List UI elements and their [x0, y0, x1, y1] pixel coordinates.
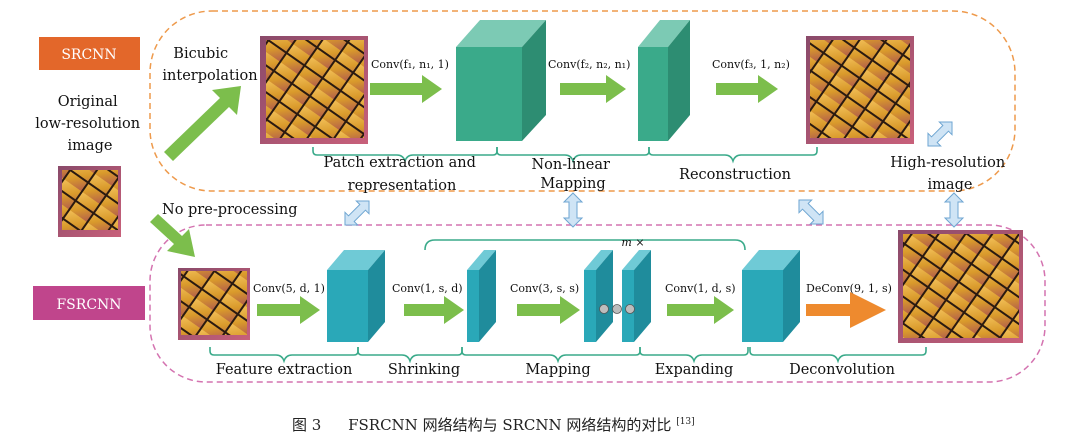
- srcnn-arrow-1: [370, 75, 442, 103]
- srcnn-bracket-mapping: [496, 147, 650, 164]
- fsrcnn-block-1: [327, 250, 385, 342]
- bicubic-label: Bicubic interpolation: [162, 46, 257, 84]
- link-arrow-patch: [344, 200, 370, 226]
- caption-figure-number: 图 3: [292, 416, 321, 434]
- srcnn-layer-3-label: Conv(f₃, 1, n₂): [712, 58, 790, 71]
- fsrcnn-mapping-block-b: [622, 250, 651, 342]
- fsrcnn-bracket-shrinking: [357, 347, 463, 364]
- repeat-label: m ×: [621, 236, 644, 249]
- ellipsis-dots: [599, 304, 635, 314]
- fsrcnn-bracket-mapping: [461, 347, 641, 364]
- fsrcnn-layer-5-label: DeConv(9, 1, s): [806, 282, 892, 295]
- no-preprocessing-label: No pre-processing: [162, 202, 298, 218]
- fsrcnn-layer-3-label: Conv(3, s, s): [510, 282, 579, 295]
- repeat-bracket: [424, 239, 746, 251]
- fsrcnn-arrow-3: [517, 296, 580, 324]
- fsrcnn-stage-expanding: Expanding: [655, 362, 734, 378]
- srcnn-output-image: [806, 36, 914, 144]
- fsrcnn-input-image: [178, 268, 250, 340]
- fsrcnn-badge: [33, 286, 145, 320]
- srcnn-stage-patch: Patch extraction and representation: [324, 155, 481, 194]
- srcnn-badge: [39, 37, 140, 70]
- link-arrow-mapping: [562, 192, 584, 228]
- no-preprocessing-arrow: [150, 214, 195, 257]
- fsrcnn-arrow-1: [257, 296, 320, 324]
- srcnn-stage-mapping: Non-linear Mapping: [531, 157, 614, 192]
- fsrcnn-mapping-block-a: [584, 250, 613, 342]
- fsrcnn-arrow-2: [404, 296, 464, 324]
- fsrcnn-badge-label: FSRCNN: [56, 297, 121, 313]
- fsrcnn-group-outline: [149, 224, 1046, 383]
- srcnn-layer-1-label: Conv(f₁, n₁, 1): [371, 58, 449, 71]
- srcnn-arrow-3: [716, 75, 778, 103]
- fsrcnn-layer-4-label: Conv(1, d, s): [665, 282, 736, 295]
- fsrcnn-layer-1-label: Conv(5, d, 1): [253, 282, 325, 295]
- srcnn-block-1: [456, 20, 546, 141]
- srcnn-layer-2-label: Conv(f₂, n₂, n₁): [548, 58, 630, 71]
- input-label: Original low-resolution image: [35, 94, 144, 154]
- fsrcnn-block-2: [467, 250, 496, 342]
- srcnn-stage-reconstruction: Reconstruction: [679, 167, 791, 183]
- input-image: [58, 166, 121, 237]
- link-arrow-reconstruction: [798, 199, 824, 225]
- link-arrow-output-top: [927, 121, 953, 147]
- srcnn-arrow-2: [560, 75, 626, 103]
- fsrcnn-stage-mapping: Mapping: [525, 362, 590, 378]
- fsrcnn-deconv-arrow: [806, 292, 886, 328]
- link-arrow-output: [943, 192, 965, 228]
- output-label: High-resolution image: [890, 155, 1010, 193]
- fsrcnn-bracket-deconvolution: [749, 347, 927, 364]
- srcnn-block-2: [638, 20, 690, 141]
- fsrcnn-stage-feature: Feature extraction: [216, 362, 353, 378]
- srcnn-bracket-reconstruction: [648, 147, 818, 164]
- fsrcnn-output-image: [898, 230, 1023, 343]
- fsrcnn-bracket-feature: [209, 347, 359, 364]
- srcnn-group-outline: [149, 10, 1016, 192]
- caption-ref: [13]: [676, 417, 694, 427]
- fsrcnn-stage-shrinking: Shrinking: [388, 362, 460, 378]
- caption-text: FSRCNN 网络结构与 SRCNN 网络结构的对比: [348, 416, 671, 434]
- figure-caption: 图 3 FSRCNN 网络结构与 SRCNN 网络结构的对比 [13]: [292, 416, 695, 434]
- srcnn-badge-label: SRCNN: [61, 47, 116, 63]
- srcnn-bracket-patch: [312, 147, 498, 164]
- fsrcnn-arrow-4: [667, 296, 734, 324]
- fsrcnn-layer-2-label: Conv(1, s, d): [392, 282, 463, 295]
- bicubic-arrow: [164, 86, 241, 161]
- bicubic-image: [260, 36, 368, 144]
- fsrcnn-bracket-expanding: [639, 347, 749, 364]
- fsrcnn-stage-deconvolution: Deconvolution: [789, 362, 895, 378]
- fsrcnn-block-5: [742, 250, 800, 342]
